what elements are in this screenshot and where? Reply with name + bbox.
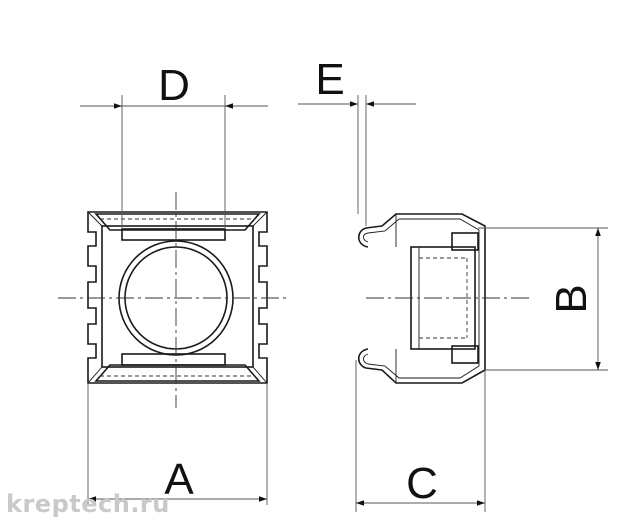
dimension-label-a: A — [164, 455, 194, 504]
spring-clip-inner — [363, 218, 480, 379]
watermark: kreptech.ru — [6, 490, 170, 518]
front-view-outline — [87, 211, 268, 384]
spring-clip-outer — [357, 213, 486, 384]
top-clip-tab — [121, 228, 226, 241]
dimension-label-e: E — [315, 55, 344, 104]
dimension-label-b: B — [547, 284, 596, 313]
front-view-inner-frame — [101, 225, 254, 368]
top-clip — [94, 213, 261, 231]
bottom-clip — [94, 364, 261, 382]
front-view — [58, 192, 287, 408]
lower-tab — [451, 345, 479, 364]
dimension-label-c: C — [406, 459, 438, 508]
dimension-label-d: D — [158, 61, 190, 110]
bottom-clip-tab — [121, 353, 226, 366]
dimension-lines — [80, 95, 608, 512]
side-view — [357, 213, 530, 384]
upper-tab — [451, 232, 479, 251]
